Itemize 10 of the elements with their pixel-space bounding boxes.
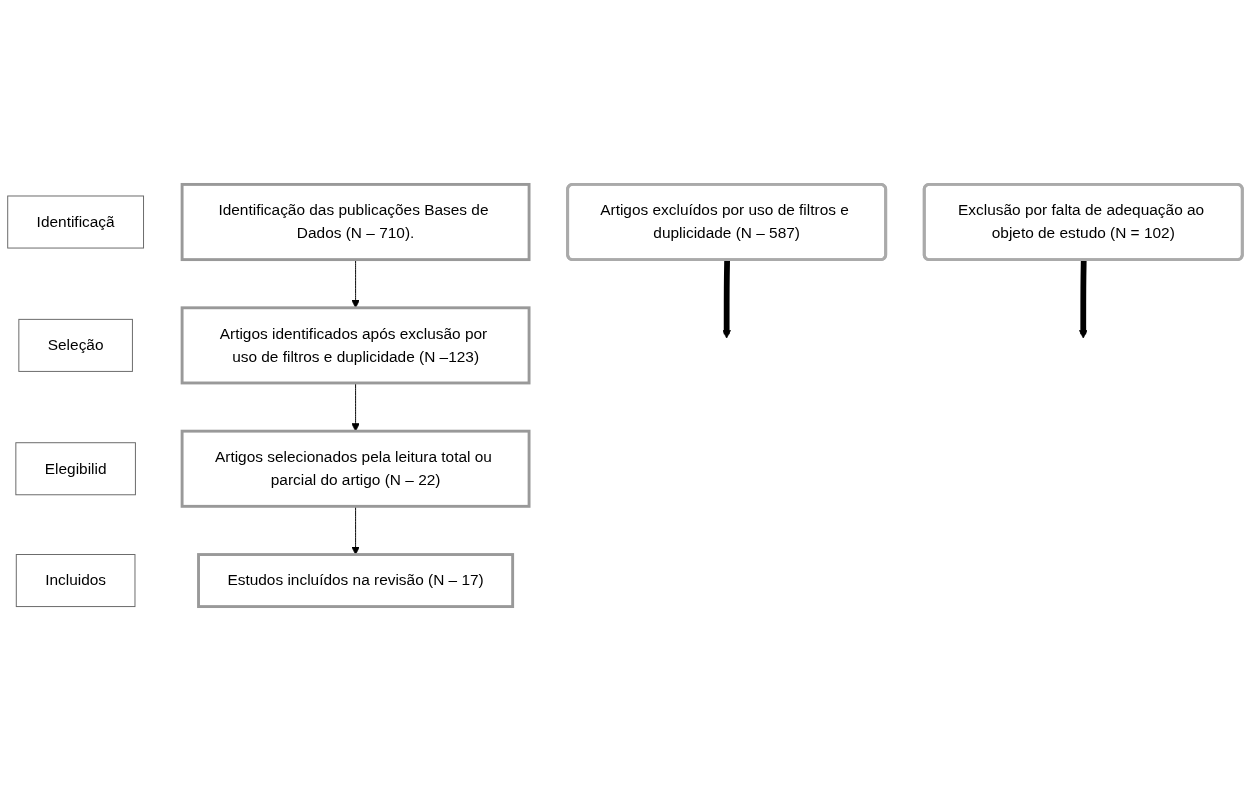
node-box: Estudos incluídos na revisão (N – 17) — [197, 553, 515, 608]
node-box: Incluidos — [15, 554, 136, 608]
node-box: Artigos selecionados pela leitura total ou parcial do artigo (N – 22) — [180, 429, 531, 508]
node-box: Artigos identificados após exclusão por uso de filtros e duplicidade (N –123) — [180, 306, 531, 385]
arrow — [722, 260, 731, 339]
node-box: Elegibilid — [15, 442, 136, 496]
arrow — [1079, 260, 1088, 339]
node-box: Seleção — [18, 318, 133, 372]
node-box: Identificaçã — [7, 195, 145, 249]
node-box: Identificação das publicações Bases de Dados (N – 710). — [180, 183, 531, 262]
